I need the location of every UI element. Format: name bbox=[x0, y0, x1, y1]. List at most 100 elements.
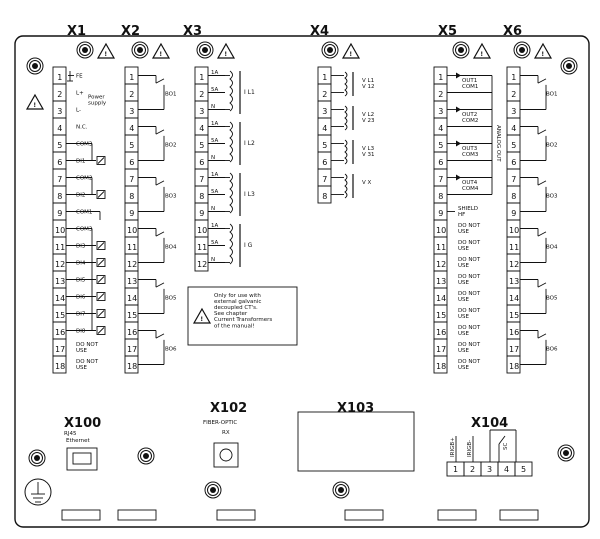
relay-contact bbox=[138, 330, 165, 365]
screw-ring bbox=[79, 44, 91, 56]
relay-contact bbox=[138, 177, 165, 212]
vt-coil-icon bbox=[344, 71, 348, 97]
warning-triangle bbox=[192, 307, 212, 324]
warning-mark: ! bbox=[200, 316, 203, 323]
fiber-port-icon bbox=[213, 442, 239, 468]
terminal-pin-number: 5 bbox=[511, 141, 516, 150]
screw-ring bbox=[335, 484, 347, 496]
terminal-pin-number: 4 bbox=[438, 124, 443, 133]
terminal-pin-number: 12 bbox=[436, 260, 446, 269]
x3-phase-label: I L2 bbox=[244, 140, 255, 147]
terminal-pin-number: 2 bbox=[322, 90, 327, 99]
x3-tap-label: 1A bbox=[211, 172, 218, 178]
terminal-pin-number: 2 bbox=[438, 90, 443, 99]
warning-triangle bbox=[533, 42, 553, 59]
terminal-pin-number: 6 bbox=[438, 158, 443, 167]
warning-icon: ! bbox=[151, 42, 171, 59]
terminal-pin-number: 3 bbox=[511, 107, 516, 116]
warning-mark: ! bbox=[104, 51, 107, 58]
screw-center bbox=[563, 450, 569, 456]
x1-label: L- bbox=[76, 108, 81, 114]
mounting-slot bbox=[499, 509, 539, 521]
terminal-pin-number: 10 bbox=[509, 226, 519, 235]
terminal-pin-number: 11 bbox=[55, 243, 65, 252]
warning-triangle bbox=[96, 42, 116, 59]
x3-phase-label: I L1 bbox=[244, 89, 255, 96]
mounting-screw-icon bbox=[560, 57, 578, 75]
x5-analog-out-label: ANALOG OUT bbox=[495, 125, 501, 162]
terminal-pin-number: 14 bbox=[509, 294, 519, 303]
warning-mark: ! bbox=[480, 51, 483, 58]
x1-label: COM2 bbox=[76, 176, 92, 182]
x3-phase-label: I L3 bbox=[244, 191, 255, 198]
terminal-pin-number: 3 bbox=[322, 107, 327, 116]
terminal-pin-number: 17 bbox=[436, 345, 446, 354]
x1-label: COM3 bbox=[76, 142, 93, 148]
galvanic-notice-box bbox=[187, 286, 298, 346]
x2-bo-label: BO2 bbox=[165, 143, 177, 149]
device-outline bbox=[14, 35, 590, 528]
terminal-pin-number: 6 bbox=[129, 158, 134, 167]
x104-terminal-cell bbox=[514, 461, 533, 477]
ct-coil-icon bbox=[229, 121, 233, 163]
relay-contact bbox=[520, 228, 547, 263]
terminal-pin-number: 1 bbox=[438, 73, 443, 82]
x1-label: COM1 bbox=[76, 210, 92, 216]
terminal-pin-number: 12 bbox=[509, 260, 519, 269]
vt-coil-icon bbox=[344, 105, 348, 131]
terminal-pin-number: 15 bbox=[509, 311, 519, 320]
terminal-pin-number: 15 bbox=[55, 311, 65, 320]
terminal-pin-number: 10 bbox=[197, 226, 207, 235]
x104-irigb-plus-label: IRIGB+ bbox=[450, 437, 456, 457]
optocoupler-icon bbox=[97, 276, 105, 283]
terminal-pin-number: 7 bbox=[438, 175, 443, 184]
terminal-pin-number: 1 bbox=[129, 73, 134, 82]
screw-ring bbox=[134, 44, 146, 56]
terminal-pin-number: 1 bbox=[199, 73, 204, 82]
x3-tap-label: 1A bbox=[211, 70, 218, 76]
relay-arm bbox=[537, 180, 547, 186]
x6-bo-label: BO4 bbox=[546, 245, 558, 251]
optocoupler-icon bbox=[96, 309, 106, 318]
x3-tap-label: N bbox=[211, 206, 215, 212]
relay-contact bbox=[520, 75, 547, 110]
x1-label: DI7 bbox=[76, 312, 86, 318]
screw-center bbox=[519, 47, 525, 53]
terminal-pin-number: 2 bbox=[129, 90, 134, 99]
mounting-slot bbox=[344, 509, 384, 521]
terminal-pin-number: 8 bbox=[438, 192, 443, 201]
terminal-pin-number: 14 bbox=[127, 294, 137, 303]
warning-icon: ! bbox=[96, 42, 116, 59]
x104-pin-number: 5 bbox=[521, 465, 526, 474]
relay-arm bbox=[537, 129, 547, 135]
x2-bo-label: BO5 bbox=[165, 296, 177, 302]
warning-triangle bbox=[216, 42, 236, 59]
x3-tap-label: 5A bbox=[211, 87, 218, 93]
terminal-pin-number: 5 bbox=[438, 141, 443, 150]
optocoupler-icon bbox=[96, 241, 106, 250]
relay-contact bbox=[138, 126, 165, 161]
screw-center bbox=[202, 47, 208, 53]
x3-tap-label: 1A bbox=[211, 223, 218, 229]
screw-terminal-icon bbox=[332, 481, 350, 499]
x104-pin-number: 1 bbox=[453, 465, 458, 474]
optocoupler-icon bbox=[97, 157, 105, 164]
relay-arm bbox=[155, 231, 165, 237]
fiber-port-icon bbox=[219, 448, 233, 462]
optocoupler-icon bbox=[96, 258, 106, 267]
terminal-pin-number: 4 bbox=[129, 124, 134, 133]
optocoupler-icon bbox=[96, 326, 106, 335]
terminal-cell bbox=[52, 355, 67, 374]
optocoupler-icon bbox=[97, 191, 105, 198]
x1-label: DI1 bbox=[76, 159, 85, 165]
mounting-screw-icon bbox=[557, 444, 575, 462]
